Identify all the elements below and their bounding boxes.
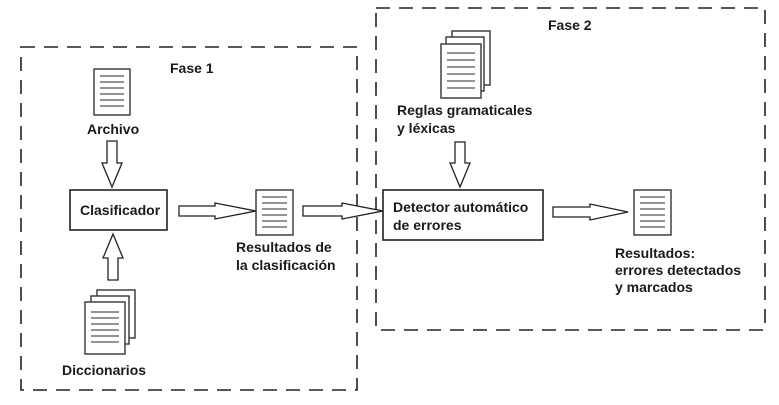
arrow-resultados-to-detector xyxy=(302,202,384,220)
arrow-reglas-to-detector xyxy=(449,141,471,189)
arrow-detector-to-resultados-finales xyxy=(552,203,629,221)
reglas-documents-icon xyxy=(440,30,491,99)
detector-box xyxy=(382,189,544,241)
clasificador-box xyxy=(69,189,168,231)
phase-1-title: Fase 1 xyxy=(170,60,214,76)
reglas-label-line2: y léxicas xyxy=(397,120,456,136)
arrow-diccionarios-to-clasificador xyxy=(102,232,124,281)
clasificador-label: Clasificador xyxy=(80,202,161,218)
archivo-label: Archivo xyxy=(87,121,139,137)
resultados-clasificacion-label-line2: la clasificación xyxy=(236,257,336,273)
resultados-clasificacion-document-icon xyxy=(255,189,294,236)
resultados-clasificacion-label-line1: Resultados de xyxy=(236,239,332,255)
resultados-finales-label-line1: Resultados: xyxy=(615,245,695,261)
diccionarios-label: Diccionarios xyxy=(62,362,146,378)
arrow-archivo-to-clasificador xyxy=(101,140,123,189)
resultados-finales-label-line3: y marcados xyxy=(615,279,693,295)
diccionarios-documents-icon xyxy=(84,289,136,355)
phase-1-container xyxy=(20,46,358,391)
resultados-finales-label-line2: errores detectados xyxy=(615,262,741,278)
detector-label-line2: de errores xyxy=(393,217,462,233)
archivo-document-icon xyxy=(93,68,131,116)
resultados-finales-document-icon xyxy=(633,189,672,236)
arrow-clasificador-to-resultados xyxy=(178,202,257,220)
detector-label-line1: Detector automático xyxy=(393,199,528,215)
phase-2-title: Fase 2 xyxy=(548,17,592,33)
phase-2-container xyxy=(375,7,766,331)
reglas-label-line1: Reglas gramaticales xyxy=(397,102,533,118)
